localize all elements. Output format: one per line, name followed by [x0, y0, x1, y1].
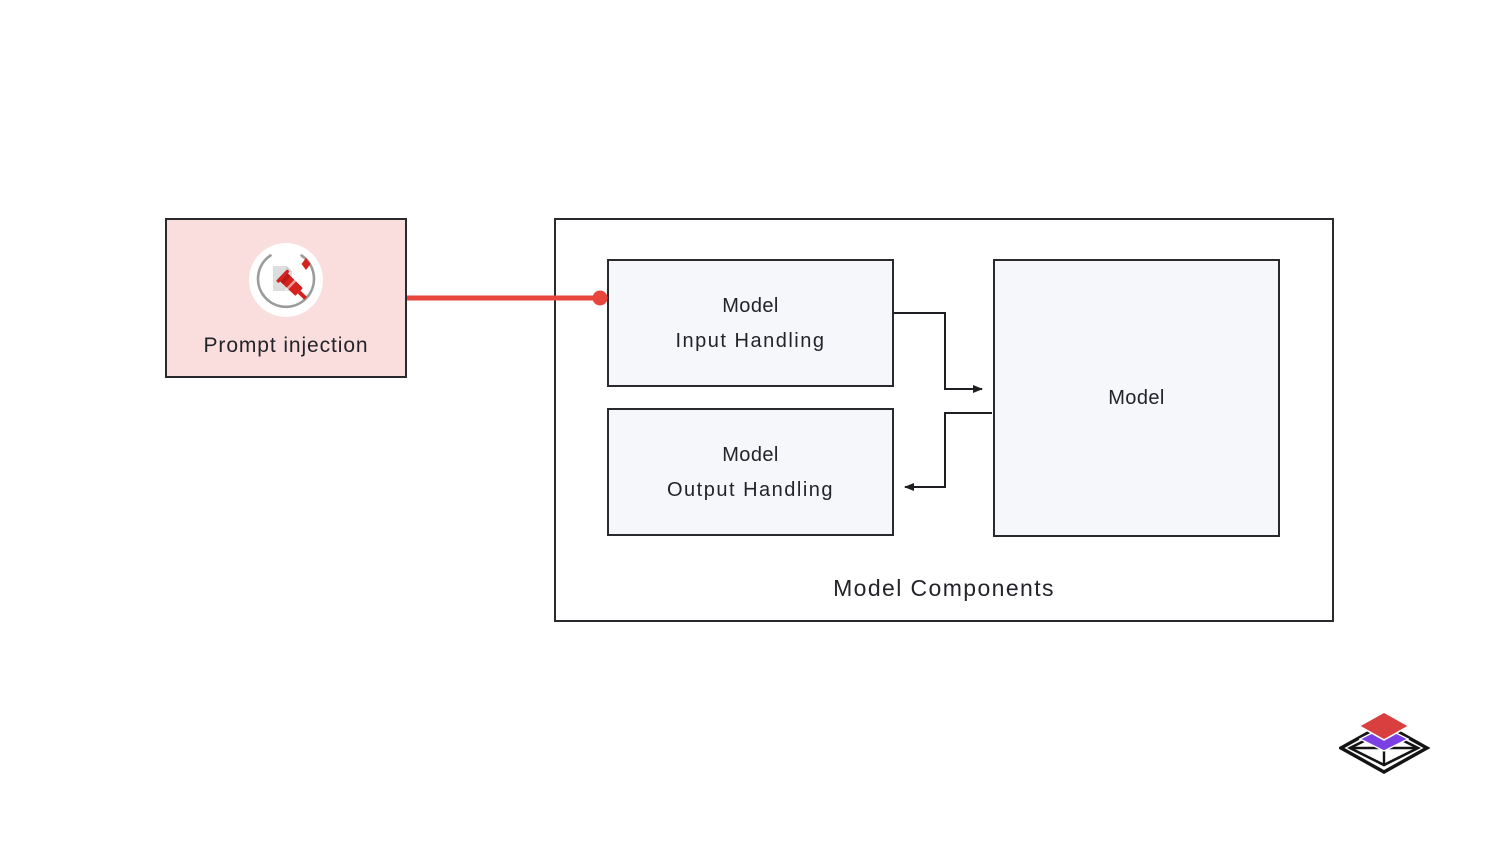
node-label-line2: Output Handling — [666, 478, 835, 501]
node-model-input-handling[interactable]: Model Input Handling — [607, 259, 894, 387]
node-model-output-handling[interactable]: Model Output Handling — [607, 408, 894, 536]
node-label-line1: Model — [722, 294, 779, 317]
isometric-layers-logo — [1339, 704, 1431, 774]
node-label: Model — [1108, 386, 1165, 409]
threat-node-prompt-injection[interactable]: Prompt injection — [165, 218, 407, 378]
node-label-line2: Input Handling — [675, 329, 826, 352]
prompt-injection-syringe-icon — [248, 242, 324, 318]
node-model[interactable]: Model — [993, 259, 1280, 537]
group-box-label: Model Components — [833, 575, 1055, 601]
node-label-line1: Model — [722, 443, 779, 466]
threat-node-label: Prompt injection — [203, 334, 369, 357]
